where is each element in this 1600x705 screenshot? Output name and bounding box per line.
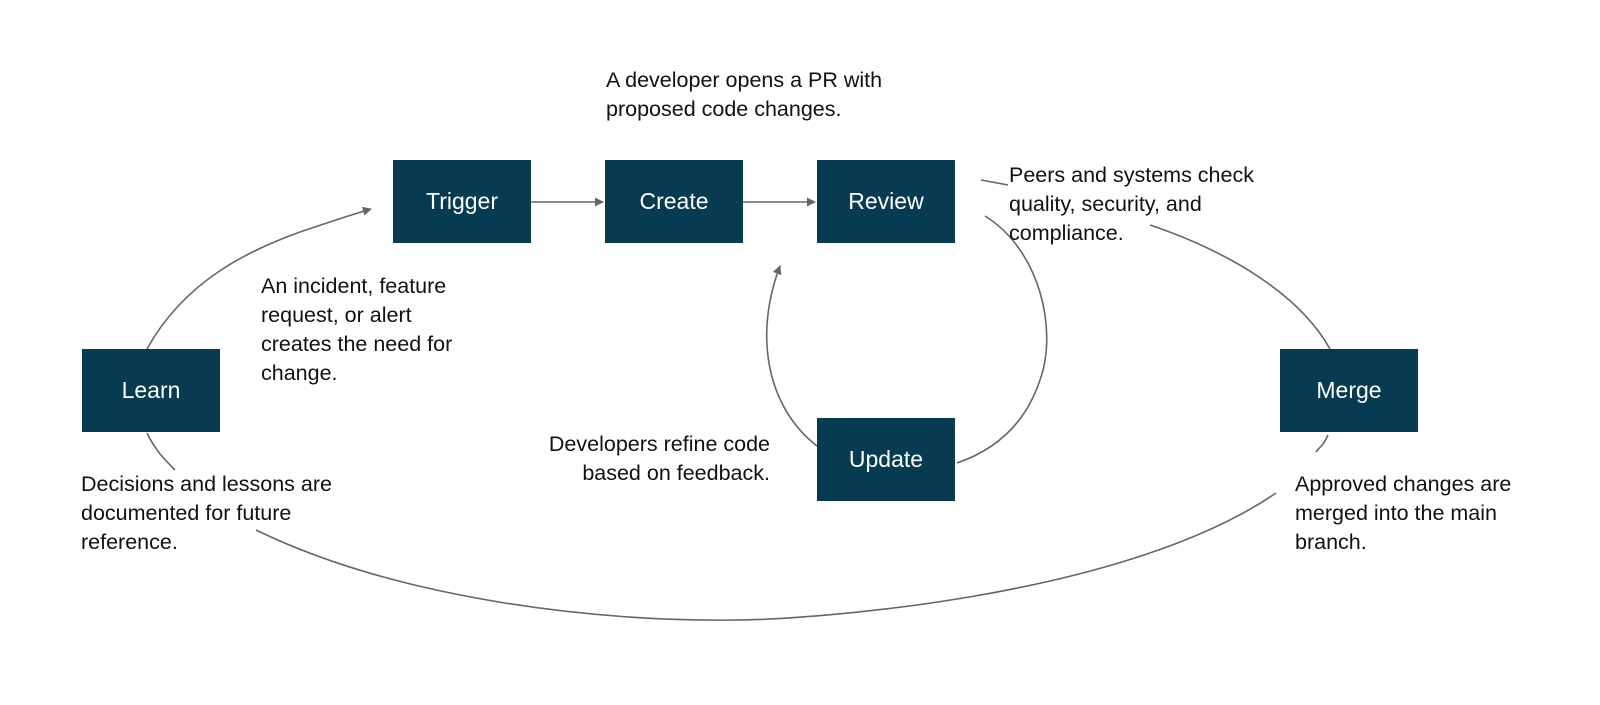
arrow-review-to-merge-lead <box>980 179 1009 186</box>
node-create: Create <box>605 160 743 243</box>
note-learn: Decisions and lessons are documented for… <box>81 472 332 554</box>
node-trigger: Trigger <box>393 160 531 243</box>
arrow-learn-to-trigger <box>146 206 372 350</box>
node-merge: Merge <box>1280 349 1418 432</box>
note-trigger: An incident, feature request, or alert c… <box>261 274 453 385</box>
note-create: A developer opens a PR with proposed cod… <box>606 68 883 121</box>
node-learn: Learn <box>82 349 220 432</box>
arrow-merge-to-learn <box>1315 434 1329 453</box>
arrow-merge-to-learn-sweep <box>255 492 1277 621</box>
arrow-review-to-merge <box>1149 224 1331 350</box>
note-review: Peers and systems check quality, securit… <box>1009 163 1254 245</box>
node-update: Update <box>817 418 955 501</box>
note-update: Developers refine code based on feedback… <box>548 432 770 485</box>
note-merge: Approved changes are merged into the mai… <box>1295 472 1512 554</box>
arrow-update-to-review <box>765 265 818 447</box>
arrow-learn-to-trigger-stub <box>146 432 176 471</box>
arrow-review-to-update <box>956 215 1048 464</box>
node-review: Review <box>817 160 955 243</box>
